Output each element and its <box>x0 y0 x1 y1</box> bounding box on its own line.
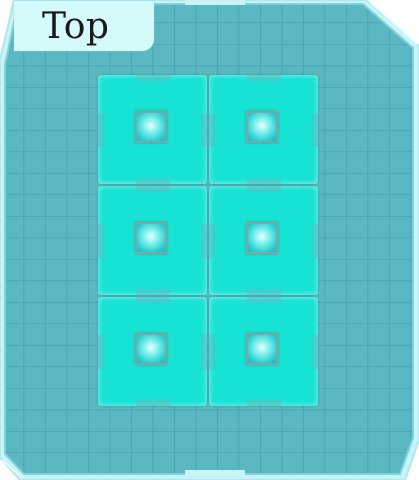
block-notch <box>209 113 215 147</box>
block-notch <box>247 178 281 184</box>
block-notch <box>98 224 104 258</box>
block-r3-c1[interactable] <box>98 297 207 406</box>
block-notch <box>247 289 281 295</box>
block-notch <box>201 335 207 369</box>
block-r2-c1[interactable] <box>98 186 207 295</box>
block-r1-c1[interactable] <box>98 75 207 184</box>
block-notch <box>247 400 281 406</box>
block-notch <box>247 75 281 81</box>
block-notch <box>312 224 318 258</box>
block-notch <box>247 186 281 192</box>
block-notch <box>136 400 170 406</box>
view-label: Top <box>42 6 110 47</box>
block-notch <box>209 224 215 258</box>
block-notch <box>98 113 104 147</box>
block-notch <box>98 335 104 369</box>
block-notch <box>201 113 207 147</box>
block-notch <box>201 224 207 258</box>
block-notch <box>312 335 318 369</box>
block-notch <box>136 178 170 184</box>
peg-icon <box>246 222 278 254</box>
peg-icon <box>246 111 278 143</box>
block-r2-c2[interactable] <box>209 186 318 295</box>
block-notch <box>136 186 170 192</box>
block-notch <box>136 289 170 295</box>
block-notch <box>136 75 170 81</box>
peg-icon <box>135 111 167 143</box>
block-grid <box>97 74 321 408</box>
block-r1-c2[interactable] <box>209 75 318 184</box>
peg-icon <box>246 333 278 365</box>
peg-icon <box>135 222 167 254</box>
view-label-tab: Top <box>14 1 154 51</box>
block-notch <box>136 297 170 303</box>
block-r3-c2[interactable] <box>209 297 318 406</box>
block-notch <box>209 335 215 369</box>
peg-icon <box>135 333 167 365</box>
block-notch <box>247 297 281 303</box>
block-notch <box>312 113 318 147</box>
